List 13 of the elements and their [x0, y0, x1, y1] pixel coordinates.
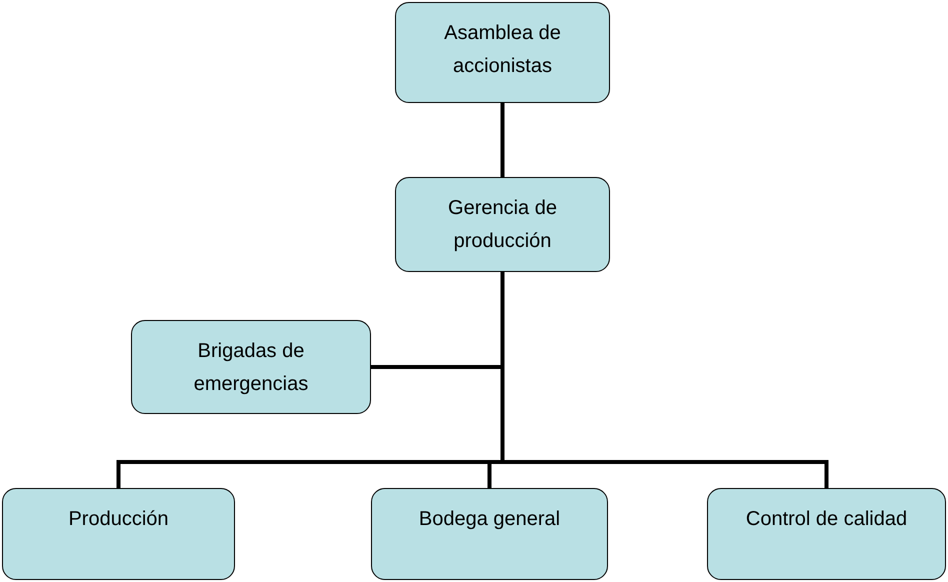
connector-line — [500, 103, 504, 177]
org-box — [395, 177, 610, 272]
box-label: Bodega general — [418, 507, 562, 532]
org-box — [131, 320, 371, 414]
box-label: Control de calidad — [744, 507, 908, 532]
org-box — [707, 488, 946, 580]
box-label: Producción — [67, 507, 170, 532]
box-label: Asamblea de accionistas — [443, 21, 562, 79]
box-label: Gerencia de producción — [447, 196, 558, 254]
box-label: Brigadas de emergencias — [192, 339, 310, 397]
org-box — [371, 488, 608, 580]
org-box — [395, 2, 610, 103]
org-box — [2, 488, 235, 580]
